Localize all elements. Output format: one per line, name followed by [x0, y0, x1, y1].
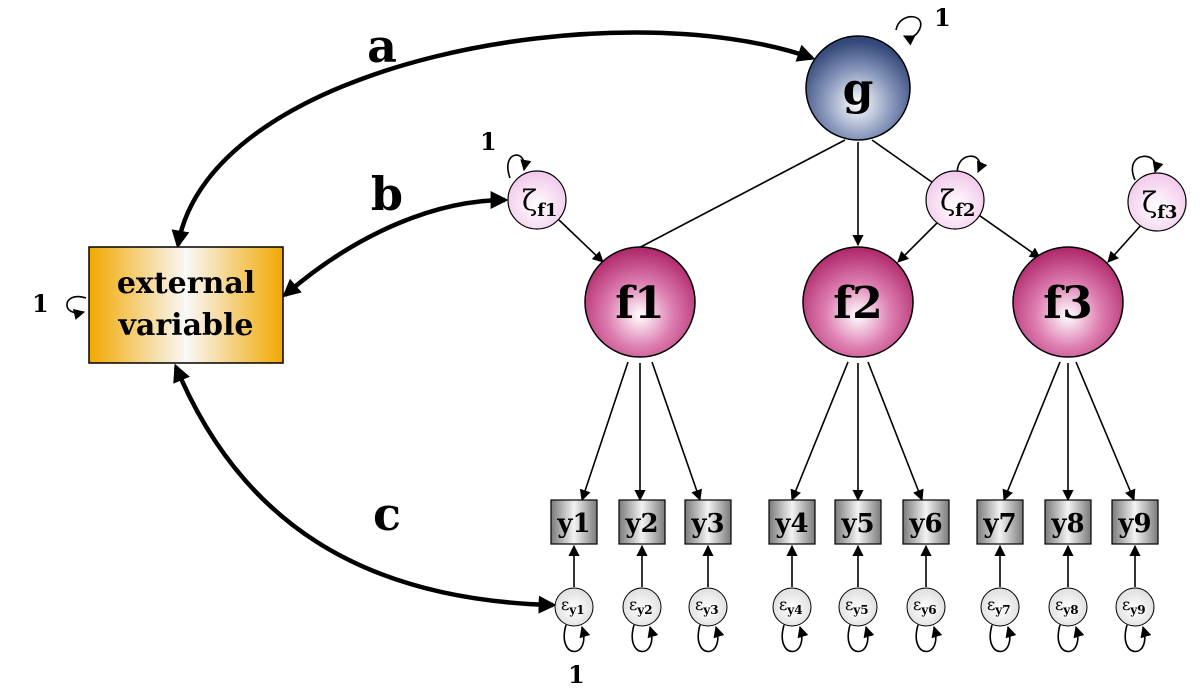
node-y7: y7 — [976, 499, 1024, 545]
zeta-f2-symbol: ζ — [940, 184, 955, 217]
variance-label-error-y1: 1 — [568, 660, 585, 689]
error-y7-symbol: ε — [987, 595, 995, 614]
svg-text:εy2: εy2 — [629, 595, 653, 617]
error-y2-symbol: ε — [629, 595, 637, 614]
zeta-f3-symbol: ζ — [1142, 186, 1157, 219]
node-y2: y2 — [618, 499, 666, 545]
error-y7-sub: y7 — [994, 603, 1010, 617]
error-y1-symbol: ε — [561, 595, 569, 614]
error-y4-sub: y4 — [786, 603, 802, 617]
node-y4: y4 — [768, 499, 816, 545]
node-g: g — [805, 35, 911, 141]
error-y9-symbol: ε — [1122, 595, 1130, 614]
node-error-y4: εy4 — [772, 587, 812, 627]
node-y6-label: y6 — [908, 509, 942, 539]
covariance-path-a — [171, 30, 816, 249]
node-error-y8: εy8 — [1048, 587, 1088, 627]
node-zeta-f1: ζf1 — [507, 170, 567, 230]
error-y3-sub: y3 — [702, 603, 718, 617]
external-label-line1: external — [117, 266, 255, 301]
indicator-boxes: y1 y2 y3 y4 y5 y6 y7 y8 — [550, 499, 1159, 545]
error-y5-symbol: ε — [845, 595, 853, 614]
svg-text:ζf2: ζf2 — [940, 184, 975, 221]
node-g-label: g — [843, 64, 874, 115]
node-f2: f2 — [802, 246, 914, 358]
variance-loops — [66, 15, 1164, 653]
node-zeta-f3: ζf3 — [1127, 172, 1187, 232]
node-f1-label: f1 — [615, 278, 665, 329]
error-y2-sub: y2 — [636, 603, 652, 617]
svg-text:εy9: εy9 — [1122, 595, 1146, 617]
svg-text:εy5: εy5 — [845, 595, 869, 617]
svg-text:εy8: εy8 — [1055, 595, 1079, 617]
svg-text:ζf3: ζf3 — [1142, 186, 1177, 223]
svg-text:εy1: εy1 — [561, 595, 585, 617]
node-y5: y5 — [834, 499, 882, 545]
node-y8: y8 — [1044, 499, 1092, 545]
node-external-variable: external variable — [88, 246, 284, 364]
node-error-y5: εy5 — [838, 587, 878, 627]
node-y1: y1 — [550, 499, 598, 545]
node-error-y6: εy6 — [906, 587, 946, 627]
variance-label-zeta-f1: 1 — [480, 127, 497, 156]
path-label-a: a — [367, 19, 397, 73]
variance-label-external: 1 — [32, 289, 49, 318]
error-y8-symbol: ε — [1055, 595, 1063, 614]
external-label-line2: variable — [118, 308, 254, 343]
node-y3: y3 — [684, 499, 732, 545]
zeta-f3-sub: f3 — [1157, 202, 1177, 223]
error-y5-sub: y5 — [852, 603, 868, 617]
covariance-path-c — [173, 363, 557, 614]
node-y5-label: y5 — [840, 509, 874, 539]
node-y8-label: y8 — [1050, 509, 1084, 539]
node-y3-label: y3 — [690, 509, 724, 539]
node-f3: f3 — [1012, 246, 1124, 358]
covariance-path-b — [282, 191, 509, 298]
zeta-f1-symbol: ζ — [522, 184, 537, 217]
error-y8-sub: y8 — [1062, 603, 1078, 617]
node-y2-label: y2 — [624, 509, 658, 539]
node-y7-label: y7 — [982, 509, 1016, 539]
node-zeta-f2: ζf2 — [925, 170, 985, 230]
error-y3-symbol: ε — [695, 595, 703, 614]
path-label-c: c — [373, 487, 401, 541]
error-y6-symbol: ε — [913, 595, 921, 614]
node-y6: y6 — [902, 499, 950, 545]
node-error-y9: εy9 — [1115, 587, 1155, 627]
zeta-f2-sub: f2 — [955, 200, 975, 221]
node-f2-label: f2 — [833, 278, 883, 329]
node-error-y7: εy7 — [980, 587, 1020, 627]
zeta-f1-sub: f1 — [537, 200, 557, 221]
variance-label-g: 1 — [934, 3, 951, 32]
node-f1: f1 — [584, 246, 696, 358]
error-y1-sub: y1 — [568, 603, 584, 617]
node-y4-label: y4 — [774, 509, 808, 539]
svg-text:ζf1: ζf1 — [522, 184, 557, 221]
node-error-y1: εy1 — [554, 587, 594, 627]
svg-text:εy3: εy3 — [695, 595, 719, 617]
error-terms: εy1 εy2 εy3 εy4 εy5 εy6 εy7 εy8 — [554, 587, 1155, 627]
error-y9-sub: y9 — [1129, 603, 1145, 617]
node-error-y2: εy2 — [622, 587, 662, 627]
error-y6-sub: y6 — [920, 603, 936, 617]
node-y1-label: y1 — [556, 509, 590, 539]
node-f3-label: f3 — [1043, 278, 1093, 329]
path-label-b: b — [371, 167, 403, 221]
svg-text:εy6: εy6 — [913, 595, 937, 617]
node-error-y3: εy3 — [688, 587, 728, 627]
node-y9-label: y9 — [1117, 509, 1151, 539]
svg-text:εy7: εy7 — [987, 595, 1011, 617]
svg-text:εy4: εy4 — [779, 595, 803, 617]
node-y9: y9 — [1111, 499, 1159, 545]
error-y4-symbol: ε — [779, 595, 787, 614]
